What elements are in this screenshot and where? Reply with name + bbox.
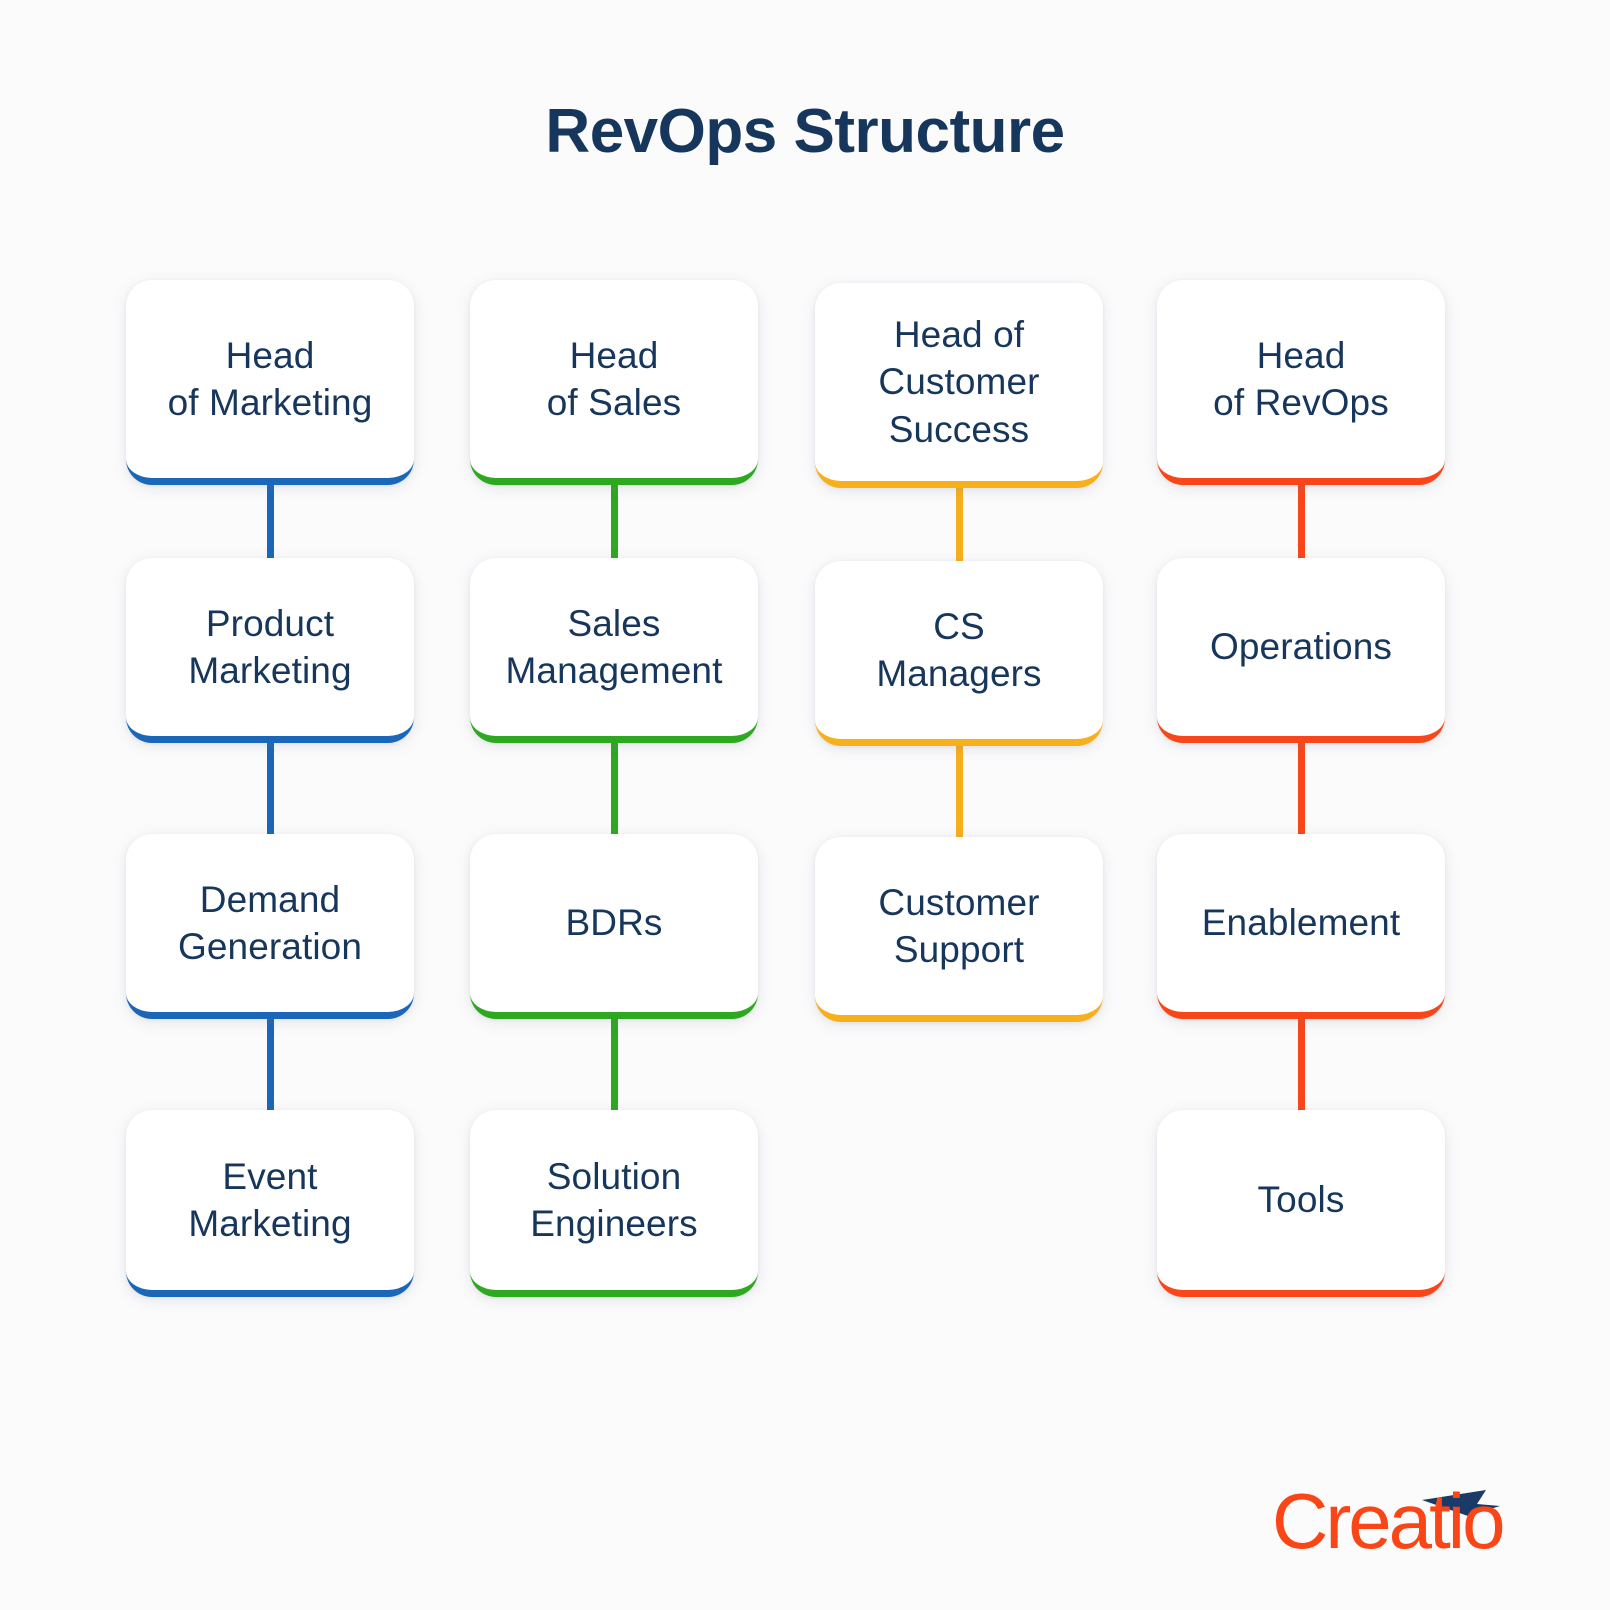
connector-line-customer-success-2	[955, 746, 963, 837]
node-card-label: Head of Sales	[546, 334, 682, 423]
creatio-logo: Creatio	[1272, 1470, 1522, 1565]
node-card-marketing-1[interactable]: Head of Marketing	[126, 280, 414, 485]
node-card-label: Sales Management	[505, 602, 723, 691]
connector-line-sales-1	[610, 485, 618, 558]
node-card-revops-2[interactable]: Operations	[1157, 558, 1445, 743]
node-card-marketing-2[interactable]: Product Marketing	[126, 558, 414, 743]
node-card-label: Customer Support	[878, 881, 1040, 970]
connector-line-customer-success-1	[955, 488, 963, 561]
node-card-label: Operations	[1210, 626, 1392, 668]
creatio-wordmark: Creatio	[1272, 1477, 1503, 1562]
node-card-sales-3[interactable]: BDRs	[470, 834, 758, 1019]
connector-line-marketing-1	[266, 485, 274, 558]
connector-line-revops-1	[1297, 485, 1305, 558]
node-card-revops-1[interactable]: Head of RevOps	[1157, 280, 1445, 485]
node-card-label: Demand Generation	[177, 878, 363, 967]
node-card-revops-3[interactable]: Enablement	[1157, 834, 1445, 1019]
page-title: RevOps Structure	[545, 97, 1065, 166]
node-card-label: Tools	[1257, 1179, 1345, 1221]
node-card-sales-2[interactable]: Sales Management	[470, 558, 758, 743]
node-card-label: Product Marketing	[188, 602, 352, 691]
node-card-sales-4[interactable]: Solution Engineers	[470, 1110, 758, 1297]
node-card-label: Solution Engineers	[530, 1155, 698, 1244]
node-card-customer-success-1[interactable]: Head of Customer Success	[815, 283, 1103, 488]
node-card-sales-1[interactable]: Head of Sales	[470, 280, 758, 485]
connector-line-revops-2	[1297, 743, 1305, 834]
node-card-customer-success-2[interactable]: CS Managers	[815, 561, 1103, 746]
node-card-label: Enablement	[1201, 902, 1401, 944]
swoosh-arrow-icon	[1422, 1490, 1500, 1516]
node-card-label: Head of Customer Success	[878, 313, 1040, 450]
connector-line-marketing-3	[266, 1019, 274, 1110]
node-card-marketing-4[interactable]: Event Marketing	[126, 1110, 414, 1297]
connector-line-revops-3	[1297, 1019, 1305, 1110]
node-card-revops-4[interactable]: Tools	[1157, 1110, 1445, 1297]
node-card-label: Event Marketing	[188, 1155, 352, 1244]
connector-line-sales-3	[610, 1019, 618, 1110]
node-card-marketing-3[interactable]: Demand Generation	[126, 834, 414, 1019]
node-card-label: Head of RevOps	[1213, 334, 1389, 423]
node-card-customer-success-3[interactable]: Customer Support	[815, 837, 1103, 1022]
node-card-label: Head of Marketing	[167, 334, 373, 423]
node-card-label: CS Managers	[876, 605, 1042, 694]
node-card-label: BDRs	[565, 902, 663, 944]
connector-line-marketing-2	[266, 743, 274, 834]
connector-line-sales-2	[610, 743, 618, 834]
